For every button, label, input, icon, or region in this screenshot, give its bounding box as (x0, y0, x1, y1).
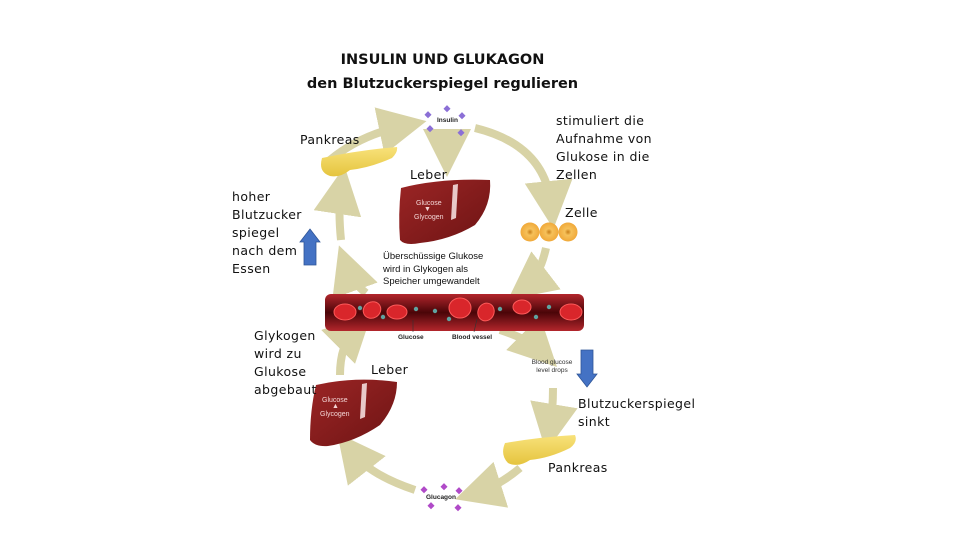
label-blood-sugar-falls: Blutzuckerspiegel sinkt (578, 396, 696, 429)
label-insulin: Insulin (437, 117, 458, 124)
arrow-pancreas-to-glucagon (455, 461, 523, 508)
label-blood-glucose-drops: Blood glucose level drops (531, 359, 573, 374)
cells (520, 222, 578, 242)
pancreas-top (321, 147, 398, 177)
cycle-arrows-bottom (321, 313, 578, 508)
label-excess-glucose: Überschüssige Glukose wird in Glykogen a… (383, 251, 484, 287)
glucagon-particles (420, 483, 463, 512)
pancreas-bottom (503, 435, 576, 465)
cycle-arrows-top (313, 107, 573, 300)
label-blood-vessel-marker: Blood vessel (452, 334, 493, 341)
insulin-particles (424, 105, 466, 137)
liver-top: Glucose ▼ Glycogen (399, 179, 491, 244)
label-high-blood-sugar: hoher Blutzucker spiegel nach dem Essen (232, 189, 302, 276)
label-liver-top: Leber (410, 167, 448, 182)
label-cell: Zelle (565, 205, 598, 220)
arrow-insulin-to-cells (474, 124, 573, 229)
liver-bottom: Glucose ▲ Glycogen (310, 379, 397, 447)
label-glycogen-broken-down: Glykogen wird zu Glukose abgebaut (254, 328, 317, 397)
label-glucose-marker: Glucose (398, 334, 424, 341)
arrow-high-sugar-to-pancreas (313, 166, 362, 241)
liver-bottom-to: Glucose (322, 397, 348, 404)
arrow-drop-to-pancreas (530, 387, 578, 452)
liver-bottom-arrow: ▲ (332, 403, 339, 410)
label-pancreas-bottom: Pankreas (548, 460, 608, 475)
high-sugar-up-arrow-icon (299, 228, 321, 266)
label-stimulates-uptake: stimuliert die Aufnahme von Glukose in d… (556, 113, 652, 182)
arrow-pancreas-to-insulin (327, 107, 427, 164)
blood-vessel (325, 294, 584, 333)
liver-top-arrow: ▼ (424, 206, 431, 213)
arrow-cells-to-vessel (507, 247, 561, 300)
title-line-2: den Blutzuckerspiegel regulieren (306, 76, 579, 92)
label-liver-bottom: Leber (371, 362, 409, 377)
title-line-1: INSULIN UND GLUKAGON (340, 52, 545, 68)
label-pancreas-top: Pankreas (300, 132, 360, 147)
liver-top-to: Glycogen (414, 214, 444, 221)
blood-cells (333, 297, 583, 322)
arrow-glucagon-to-liver (337, 433, 417, 494)
liver-top-from: Glucose (416, 200, 442, 207)
arrow-liver-to-vessel (321, 313, 372, 376)
label-glucagon: Glucagon (426, 494, 456, 501)
liver-bottom-from: Glycogen (320, 411, 350, 418)
glucose-dots (357, 304, 552, 322)
arrow-vessel-to-glucose-drop (498, 316, 557, 367)
sugar-down-arrow-icon (576, 349, 598, 388)
arrow-vessel-to-high-sugar (332, 245, 378, 299)
